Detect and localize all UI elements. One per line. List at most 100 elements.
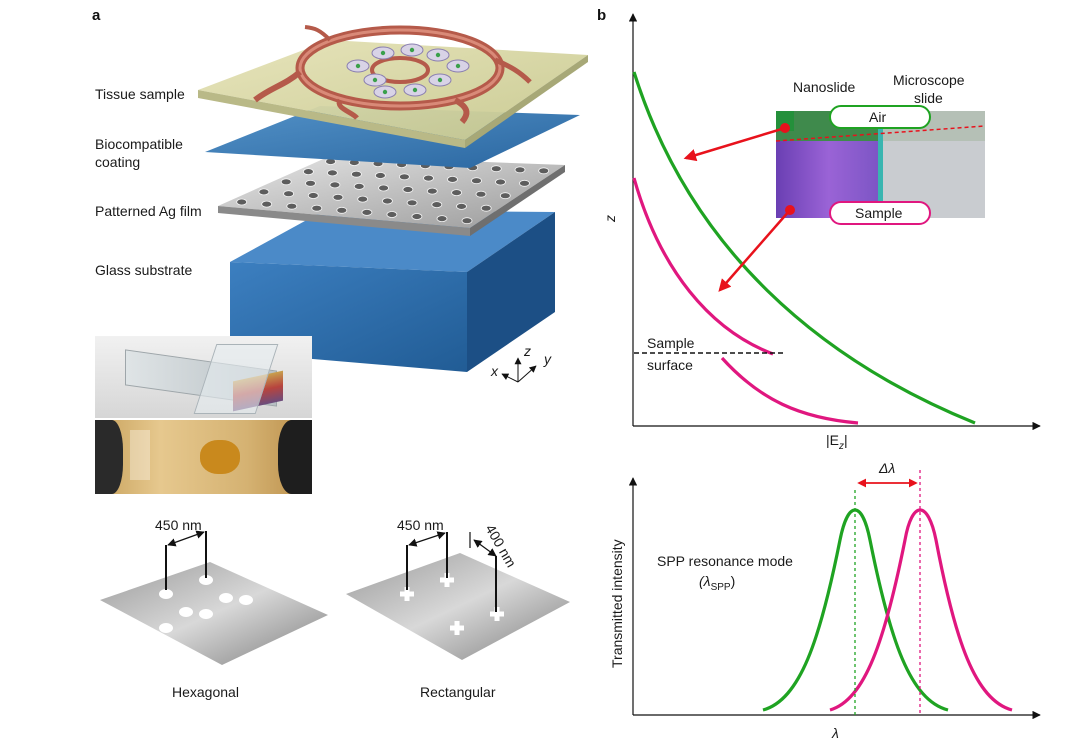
- panel-a-label: a: [92, 7, 101, 24]
- top-plot-ylabel: z: [602, 215, 618, 223]
- ag-hole: [357, 195, 369, 203]
- ag-hole: [386, 211, 398, 218]
- ag-hole: [374, 172, 386, 179]
- sample-surface-label-1: Sample: [647, 335, 695, 351]
- hexagonal-spacing-label: 450 nm: [155, 517, 202, 533]
- hexagonal-hole: [239, 561, 253, 571]
- ag-hole: [436, 215, 448, 223]
- ag-hole: [280, 178, 292, 186]
- cross-hole-bar: [444, 573, 450, 587]
- ag-hole: [378, 184, 390, 192]
- sample-label: Sample: [855, 205, 903, 221]
- ag-hole: [406, 199, 418, 207]
- ag-hole: [336, 206, 348, 214]
- ag-hole: [480, 204, 492, 212]
- sample-pill: [829, 201, 931, 225]
- magenta-field-decay-curve-upper: [632, 177, 774, 356]
- hexagonal-hole: [179, 607, 193, 617]
- ag-hole: [411, 213, 423, 220]
- ag-hole: [475, 190, 487, 198]
- hexagonal-hole: [159, 589, 173, 599]
- cross-hole: [490, 607, 504, 621]
- tissue-cell-nucleus: [380, 50, 386, 56]
- inset-microscope-label-2: slide: [914, 90, 943, 106]
- ag-hole: [431, 201, 443, 209]
- cross-hole: [440, 573, 454, 587]
- hexagonal-plate: 450 nm: [100, 517, 328, 665]
- cross-hole: [450, 621, 464, 635]
- ag-hole: [471, 177, 482, 185]
- ag-hole: [332, 193, 344, 201]
- hexagonal-caption: Hexagonal: [172, 684, 239, 700]
- hexagonal-hole: [239, 595, 253, 605]
- ag-hole: [402, 186, 414, 193]
- tissue-cell-nucleus: [455, 63, 461, 69]
- ag-hole: [329, 181, 341, 189]
- ag-hole: [538, 167, 550, 175]
- magenta-field-decay-curve-lower: [720, 356, 859, 425]
- tissue-cell-nucleus: [437, 77, 443, 83]
- layer-label-tissue-sample: Tissue sample: [95, 86, 185, 102]
- ag-hole: [456, 202, 467, 210]
- cross-hole: [400, 587, 414, 601]
- ag-hole: [381, 197, 393, 205]
- bottom-plot-xlabel: λ: [831, 725, 839, 741]
- ag-hole: [426, 187, 438, 195]
- ag-hole: [236, 198, 248, 206]
- spp-mode-symbol: (λSPP): [699, 573, 735, 593]
- ag-hole: [261, 200, 273, 208]
- ag-hole: [258, 188, 270, 196]
- hexagonal-hole: [159, 623, 173, 633]
- ag-hole: [451, 189, 463, 197]
- rectangular-spacing-400-label: 400 nm: [482, 522, 519, 570]
- tissue-cell-nucleus: [382, 89, 388, 95]
- cross-hole-bar: [494, 607, 500, 621]
- air-label: Air: [869, 109, 886, 125]
- tissue-cell-nucleus: [435, 52, 441, 58]
- ag-hole: [286, 202, 298, 210]
- ag-hole: [490, 165, 502, 173]
- layer-label-patterned-ag-film: Patterned Ag film: [95, 203, 202, 219]
- axis-z-label: z: [523, 343, 531, 359]
- ag-hole: [326, 169, 338, 177]
- cross-hole-bar: [454, 621, 460, 635]
- red-pointer-arrows: [683, 123, 795, 292]
- hexagonal-hole: [199, 575, 213, 585]
- ag-hole: [283, 190, 295, 198]
- tissue-cells: [346, 43, 470, 99]
- inset-microscope-label-1: Microscope: [893, 72, 965, 88]
- tissue-sample-layer: [198, 25, 588, 148]
- spp-mode-label: SPP resonance mode: [657, 553, 793, 569]
- ag-hole: [514, 166, 526, 174]
- ag-hole: [350, 170, 362, 178]
- hexagonal-hole: [219, 593, 233, 603]
- rectangular-caption: Rectangular: [420, 684, 496, 700]
- cross-hole-bar: [404, 587, 410, 601]
- tissue-on-slide-photo: [95, 420, 312, 494]
- ag-hole: [499, 192, 511, 200]
- ag-hole: [307, 192, 319, 199]
- delta-lambda-label: Δλ: [878, 460, 895, 476]
- top-plot-xlabel: |Ez|: [826, 432, 848, 452]
- bottom-plot-ylabel: Transmitted intensity: [609, 539, 625, 668]
- ag-hole: [461, 217, 473, 225]
- axis-y-label: y: [543, 351, 552, 367]
- green-field-decay-curve: [632, 71, 976, 425]
- air-pill: [829, 105, 931, 129]
- ag-hole: [447, 175, 458, 183]
- nanoslide-stack-photo: [95, 336, 312, 418]
- sample-surface-label-2: surface: [647, 357, 693, 373]
- rectangular-spacing-450-label: 450 nm: [397, 517, 444, 533]
- axes-triad: z y x: [490, 343, 552, 383]
- hexagonal-hole: [199, 609, 213, 619]
- tissue-cell-nucleus: [409, 47, 415, 53]
- ag-hole: [495, 178, 506, 186]
- rectangular-plate: 450 nm 400 nm: [346, 517, 570, 660]
- ag-hole: [311, 204, 323, 212]
- ag-hole: [423, 174, 434, 182]
- ag-hole: [361, 208, 373, 216]
- tissue-cell-nucleus: [355, 63, 361, 69]
- ag-hole: [302, 168, 314, 176]
